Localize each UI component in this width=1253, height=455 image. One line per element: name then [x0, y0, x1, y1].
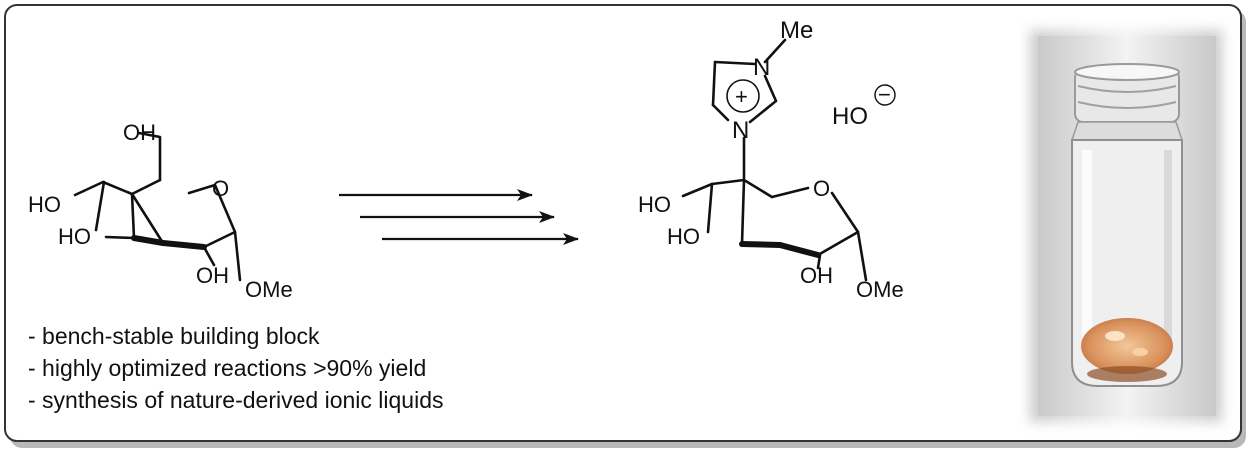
hydroxide-charge: − — [878, 82, 891, 107]
key-points: - bench-stable building block - highly o… — [28, 320, 443, 416]
product-ho-lower: HO — [667, 224, 700, 249]
key-point: - bench-stable building block — [28, 323, 320, 349]
reactant-structure — [73, 131, 242, 282]
reactant-ring-oxygen: O — [212, 176, 229, 201]
reactant-ome: OMe — [245, 277, 293, 302]
hydroxide-charge-circle — [874, 84, 896, 106]
key-point: - highly optimized reactions >90% yield — [28, 355, 427, 381]
product-structure — [681, 38, 868, 282]
reactant-ho-lower: HO — [58, 224, 91, 249]
product-n-bottom: N — [732, 117, 749, 144]
reactant-oh-bottom: OH — [196, 263, 229, 288]
product-ring-oxygen: O — [813, 176, 830, 201]
reactant-oh-top: OH — [123, 120, 156, 145]
product-ome: OMe — [856, 277, 904, 302]
multistep-arrows — [339, 189, 579, 245]
product-oh-bottom: OH — [800, 263, 833, 288]
vial-photo — [1030, 30, 1222, 422]
hydroxide-label: HO — [832, 103, 868, 130]
imidazolium-charge: + — [735, 84, 748, 109]
frame — [4, 4, 1242, 442]
product-methyl: Me — [780, 17, 813, 44]
reactant-ho-upper: HO — [28, 192, 61, 217]
imidazolium-charge-circle — [726, 79, 760, 113]
product-ho-upper: HO — [638, 192, 671, 217]
key-point: - synthesis of nature-derived ionic liqu… — [28, 387, 444, 413]
product-n-top: N — [753, 54, 770, 81]
